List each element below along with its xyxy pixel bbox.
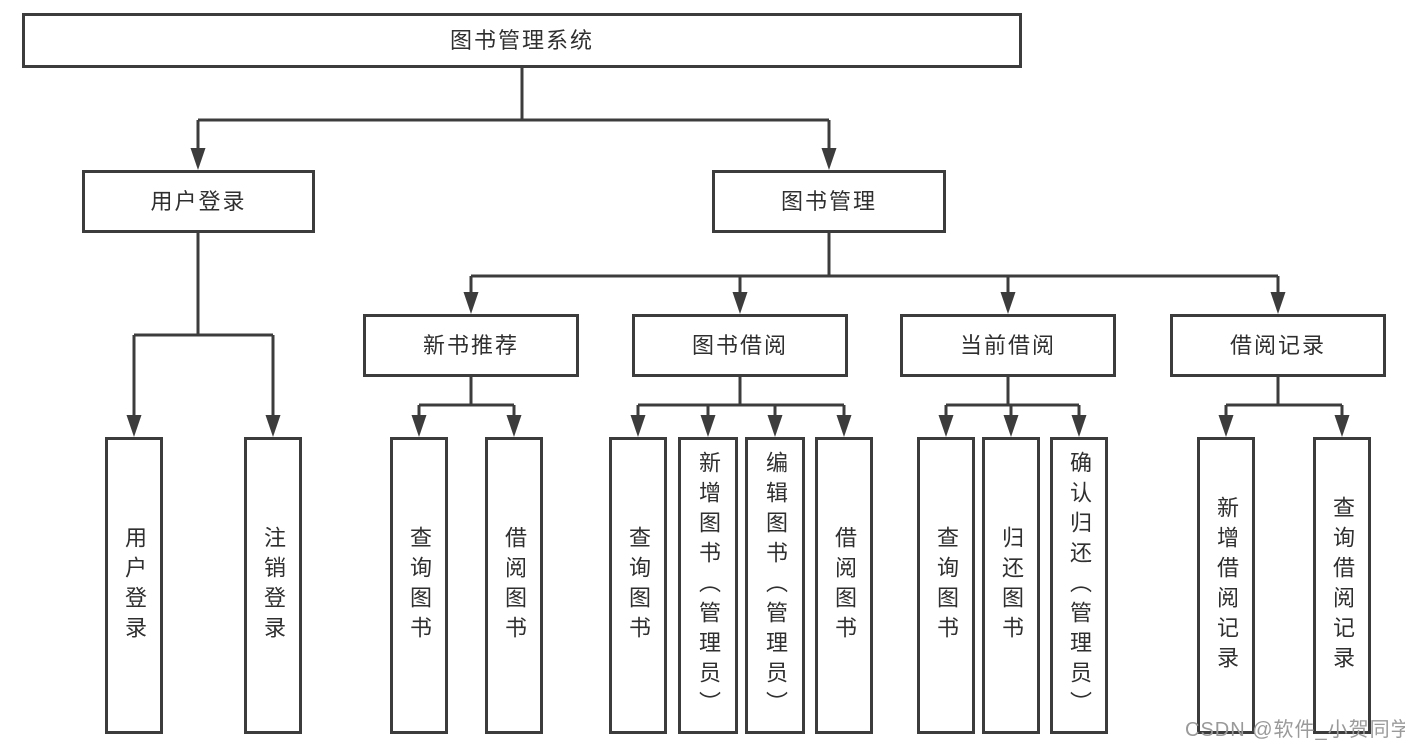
- connector-borrow-records-children: [1224, 377, 1344, 417]
- connector-book-borrow-children: [636, 377, 846, 417]
- leaf-current-query-books: 查询图书: [917, 437, 975, 734]
- node-new-book-recommend: 新书推荐: [363, 314, 579, 377]
- connector-new-book-recommend-children: [417, 377, 516, 417]
- connector-book-management-children: [469, 233, 1280, 294]
- leaf-current-confirm-return-admin: 确认归还（管理员）: [1050, 437, 1108, 734]
- leaf-records-add-borrow-record: 新增借阅记录: [1197, 437, 1255, 734]
- node-book-borrow: 图书借阅: [632, 314, 848, 377]
- node-current-borrow: 当前借阅: [900, 314, 1116, 377]
- leaf-user-login: 用户登录: [105, 437, 163, 734]
- connector-user-login-children: [132, 233, 275, 417]
- leaf-current-return-books: 归还图书: [982, 437, 1040, 734]
- csdn-watermark: CSDN @软件_小贺同学: [1185, 719, 1405, 741]
- leaf-borrow-add-books-admin: 新增图书（管理员）: [678, 437, 738, 734]
- node-user-login: 用户登录: [82, 170, 315, 233]
- connector-root-to-level2: [196, 68, 831, 150]
- connector-current-borrow-children: [944, 377, 1081, 417]
- leaf-borrow-borrow-books: 借阅图书: [815, 437, 873, 734]
- leaf-recommend-query-books: 查询图书: [390, 437, 448, 734]
- leaf-records-query-borrow-record: 查询借阅记录: [1313, 437, 1371, 734]
- leaf-borrow-query-books: 查询图书: [609, 437, 667, 734]
- leaf-logout: 注销登录: [244, 437, 302, 734]
- leaf-recommend-borrow-books: 借阅图书: [485, 437, 543, 734]
- node-book-management: 图书管理: [712, 170, 946, 233]
- arrowheads: [126, 148, 1350, 437]
- leaf-borrow-edit-books-admin: 编辑图书（管理员）: [745, 437, 805, 734]
- node-library-management-system: 图书管理系统: [22, 13, 1022, 68]
- node-borrow-records: 借阅记录: [1170, 314, 1386, 377]
